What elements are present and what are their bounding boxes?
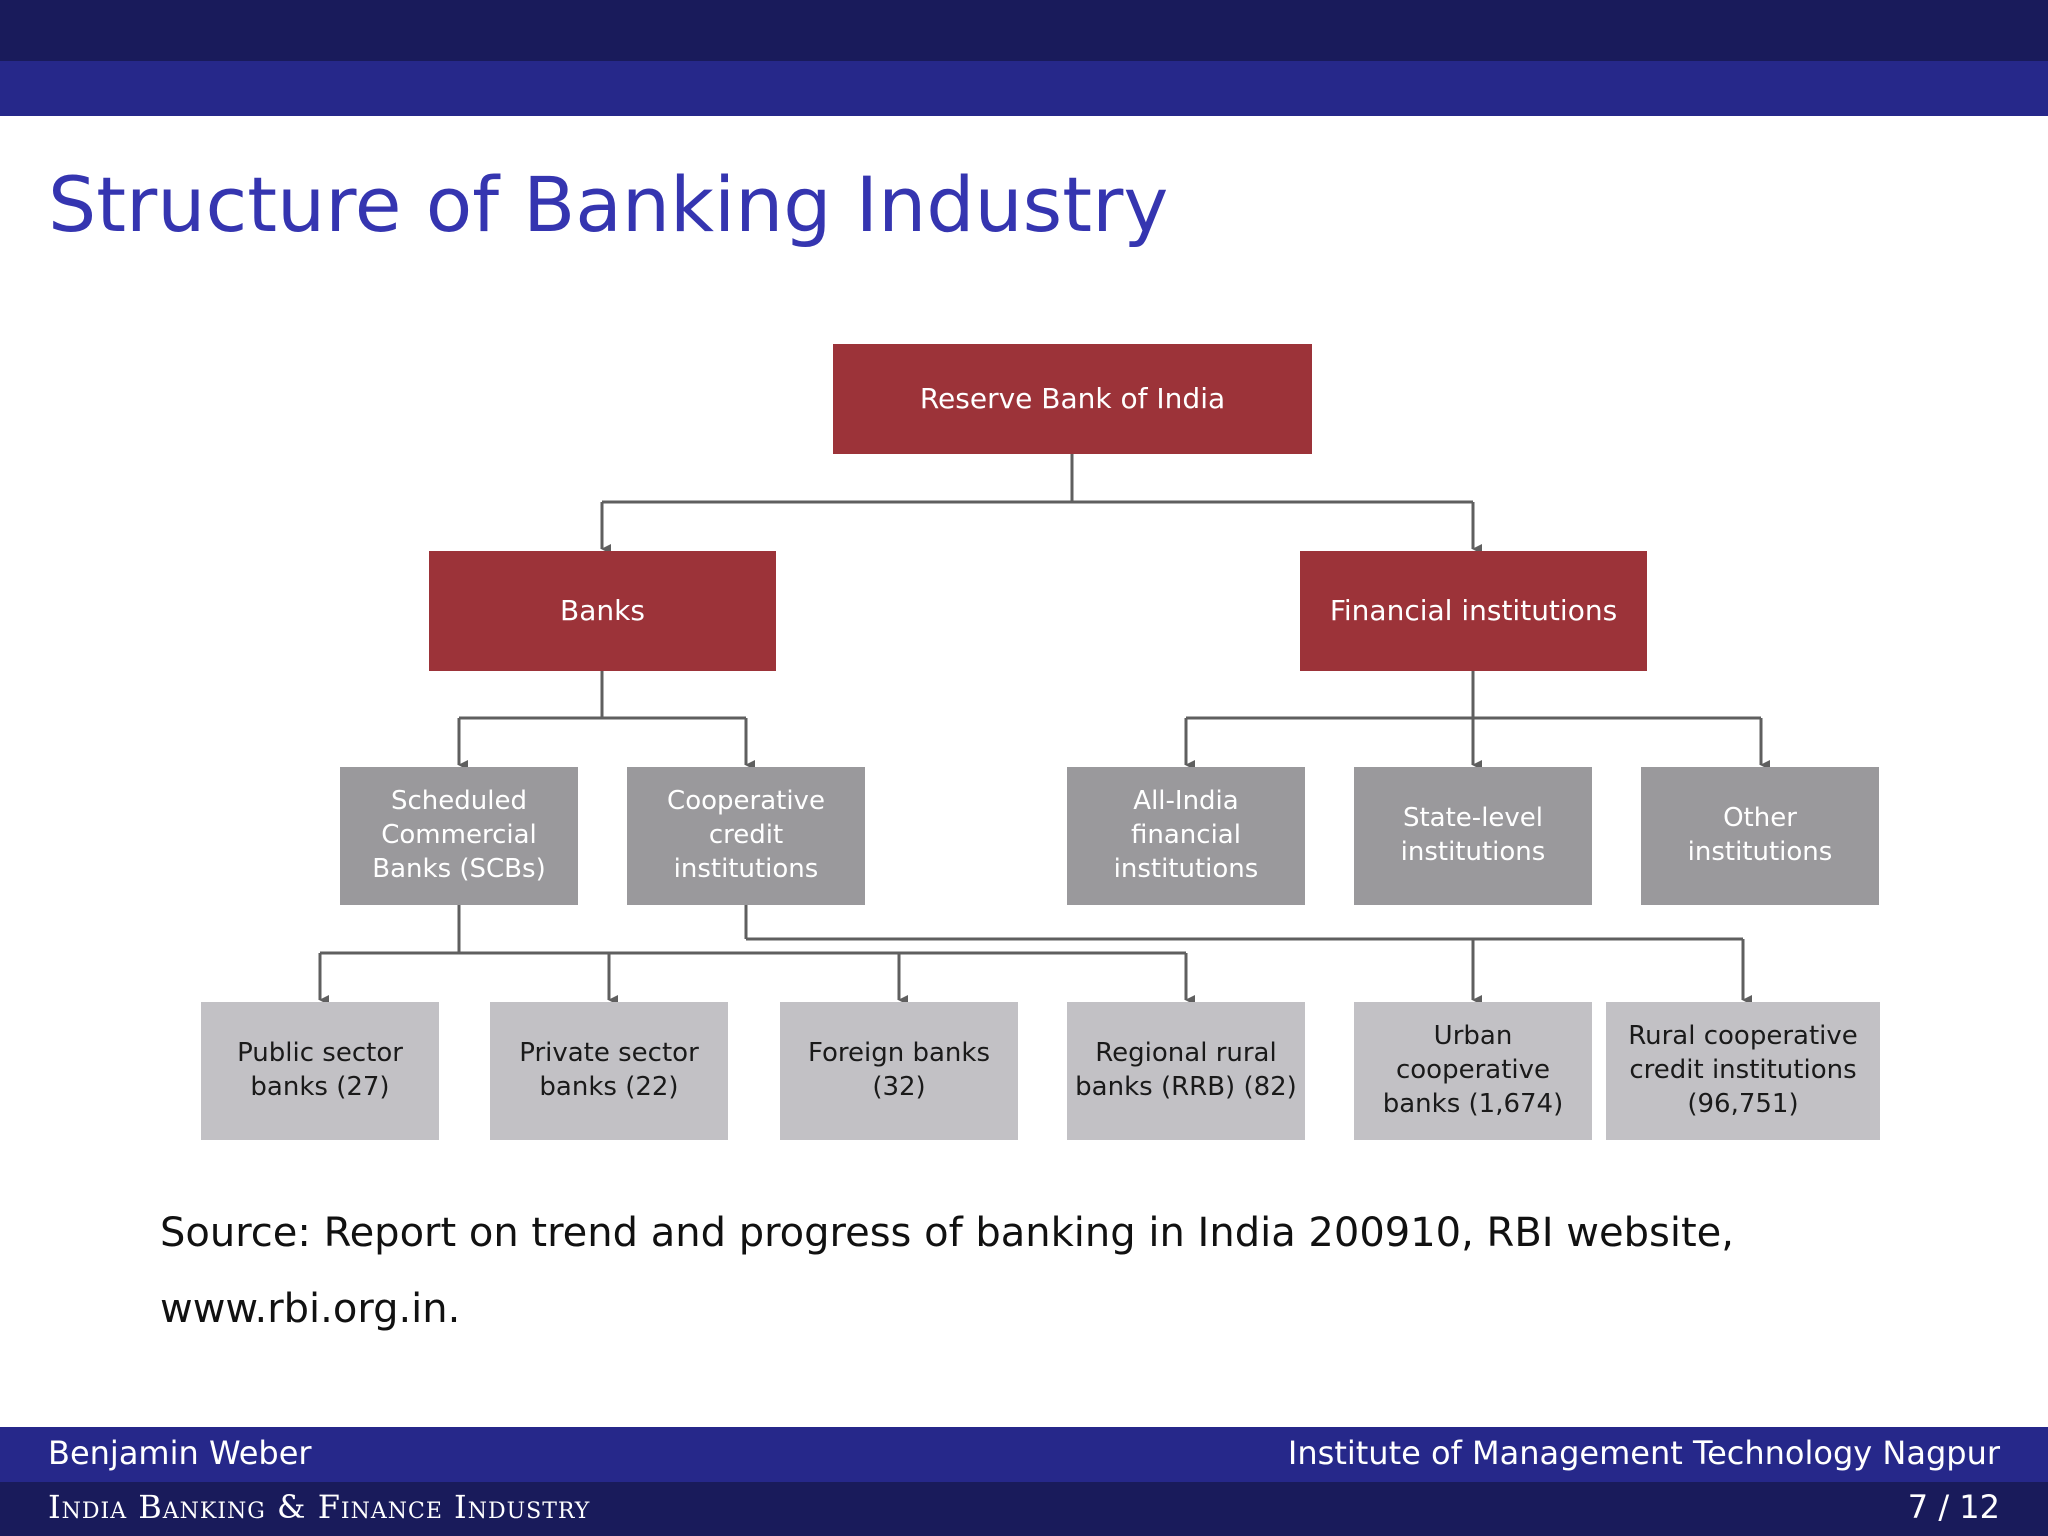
footer-author: Benjamin Weber [48, 1434, 312, 1472]
node-cooperative-credit: Cooperative credit institutions [627, 767, 865, 905]
node-state-level: State-level institutions [1354, 767, 1592, 905]
node-scbs: Scheduled Commercial Banks (SCBs) [340, 767, 578, 905]
node-foreign-banks: Foreign banks (32) [780, 1002, 1018, 1140]
footer-institute: Institute of Management Technology Nagpu… [1287, 1434, 2000, 1472]
node-rural-cooperative-credit: Rural cooperative credit institutions (9… [1606, 1002, 1880, 1140]
node-reserve-bank: Reserve Bank of India [833, 344, 1312, 454]
node-regional-rural-banks: Regional rural banks (RRB) (82) [1067, 1002, 1305, 1140]
node-urban-cooperative-banks: Urban cooperative banks (1,674) [1354, 1002, 1592, 1140]
node-private-sector-banks: Private sector banks (22) [490, 1002, 728, 1140]
node-financial-institutions: Financial institutions [1300, 551, 1647, 671]
source-citation: Source: Report on trend and progress of … [160, 1210, 1734, 1332]
footer-band-top [0, 1427, 2048, 1482]
footer-band-bottom [0, 1482, 2048, 1536]
node-other-institutions: Other institutions [1641, 767, 1879, 905]
slide-title: Structure of Banking Industry [48, 160, 1169, 249]
header-band-light [0, 61, 2048, 116]
node-public-sector-banks: Public sector banks (27) [201, 1002, 439, 1140]
node-banks: Banks [429, 551, 776, 671]
footer-page-number: 7 / 12 [1907, 1488, 2000, 1526]
header-band-dark [0, 0, 2048, 61]
footer-short-title: India Banking & Finance Industry [48, 1488, 591, 1526]
node-all-india-fi: All-India financial institutions [1067, 767, 1305, 905]
